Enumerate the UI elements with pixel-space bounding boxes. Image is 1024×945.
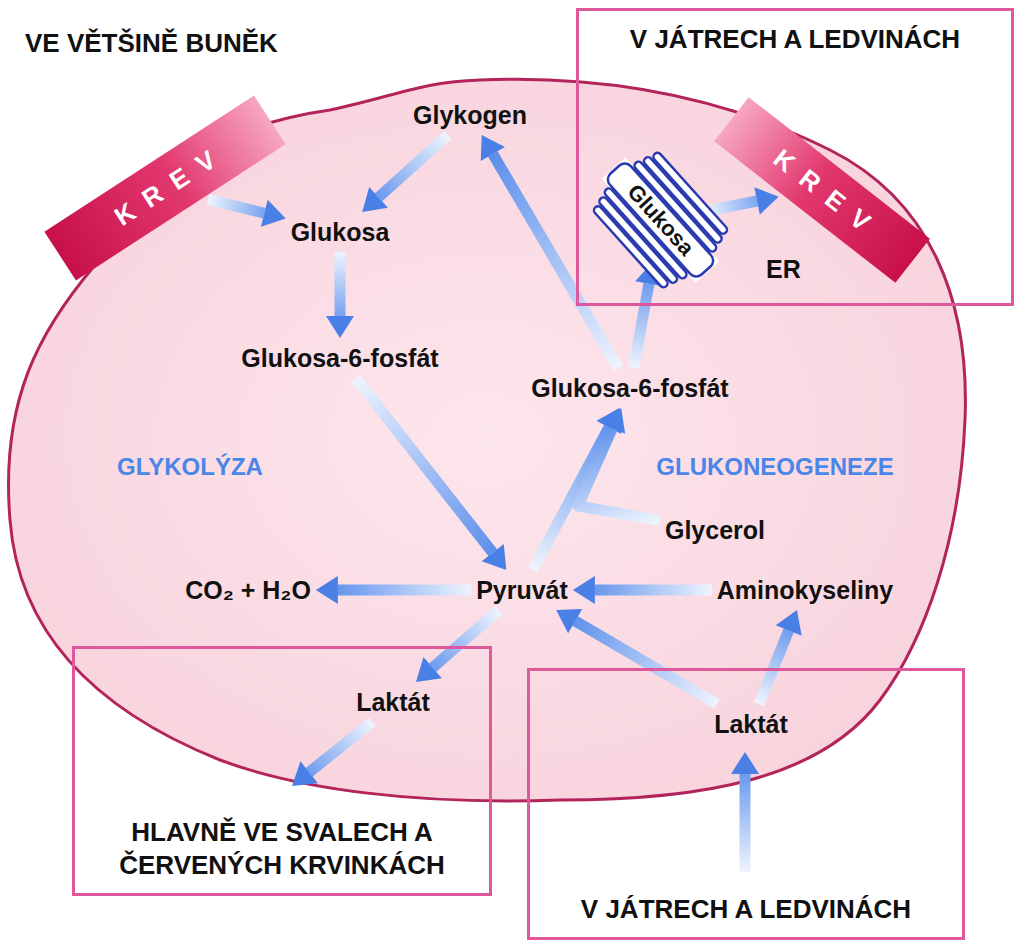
metabolite-name: Aminokyseliny [717,576,893,604]
flow-arrow [362,135,448,212]
region-heading: HLAVNĚ VE SVALECH A ČERVENÝCH KRVINKÁCH [75,816,489,881]
organelle-name: ER [766,254,801,284]
metabolite-name: Glukosa-6-fosfát [531,374,728,402]
flow-arrow [316,576,471,604]
arrow-shaft [493,154,618,368]
arrow-head [261,200,286,227]
arrow-shaft [575,621,717,704]
metabolite-label: Pyruvát [476,575,568,605]
arrow-head [776,610,802,636]
metabolite-label: Glykogen [413,100,527,130]
metabolite-label: Aminokyseliny [717,575,893,605]
region-label: GLYKOLÝZA [117,453,263,482]
arrow-shaft [634,284,649,368]
blood-band: KREV [44,96,285,281]
arrow-shaft [208,199,264,213]
flow-arrow [573,576,712,604]
metabolite-label: Laktát [356,687,430,717]
region-heading: V JÁTRECH A LEDVINÁCH [579,23,1011,56]
flow-arrow [578,408,660,520]
arrow-head [316,576,338,604]
metabolite-label: Glycerol [665,515,765,545]
region-box: V JÁTRECH A LEDVINÁCH Laktát [527,668,965,940]
arrow-shaft [705,201,757,211]
arrow-head [416,657,442,682]
lactate-in-arrow [731,752,759,872]
metabolite-name: Glukosa-6-fosfát [241,344,438,372]
arrow-shaft [338,585,471,596]
region-box: V JÁTRECH A LEDVINÁCH GlukosaERKREV [576,8,1014,306]
label-text: GLUKONEOGENEZE [656,453,893,480]
flow-arrow [556,609,717,704]
metabolite-name: Laktát [714,710,788,738]
flow-arrow [759,610,802,704]
flow-arrow [356,378,507,570]
region-label: VE VĚTŠINĚ BUNĚK [25,28,278,59]
arrow-shaft [379,135,448,197]
metabolite-name: CO₂ + H₂O [185,576,311,604]
metabolite-label: Laktát [714,709,788,739]
metabolite-name: Laktát [356,688,430,716]
arrow-head [326,316,354,338]
arrow-head [481,135,505,161]
flow-arrow [481,135,619,368]
flow-arrow [326,252,354,338]
arrow-shaft [356,378,493,553]
region-label: GLUKONEOGENEZE [656,453,893,482]
organelle-label: ER [766,255,801,283]
flow-arrow [705,187,779,214]
arrow-head [556,609,582,633]
arrow-head [482,544,507,570]
metabolite-name: Glykogen [413,101,527,129]
metabolite-name: Glukosa [291,218,390,246]
arrow-head [573,576,595,604]
metabolite-label: Glukosa [291,217,390,247]
metabolite-label: Glukosa-6-fosfát [531,373,728,403]
er-organelle: GlukosaER [588,150,733,290]
arrow-head [599,408,625,434]
metabolite-label: Glukosa-6-fosfát [241,343,438,373]
metabolite-label: CO₂ + H₂O [185,575,311,605]
band-label: KREV [714,97,930,283]
arrow-shaft [578,428,660,520]
metabolite-name: Pyruvát [476,576,568,604]
arrow-head [362,187,388,212]
cell-outline [8,79,965,801]
blood-band: KREV [714,97,930,283]
band-label: KREV [44,96,285,281]
label-text: VE VĚTŠINĚ BUNĚK [25,28,278,58]
metabolite-name: Glycerol [665,516,765,544]
arrow-shaft [595,585,712,596]
region-box: HLAVNĚ VE SVALECH A ČERVENÝCH KRVINKÁCH L… [72,646,492,896]
region-heading: V JÁTRECH A LEDVINÁCH [530,893,962,926]
label-text: GLYKOLÝZA [117,453,263,480]
flow-arrow [208,199,286,227]
arrow-head [754,187,778,214]
lactate-out-arrow [292,722,372,786]
arrow-shaft [334,252,345,316]
